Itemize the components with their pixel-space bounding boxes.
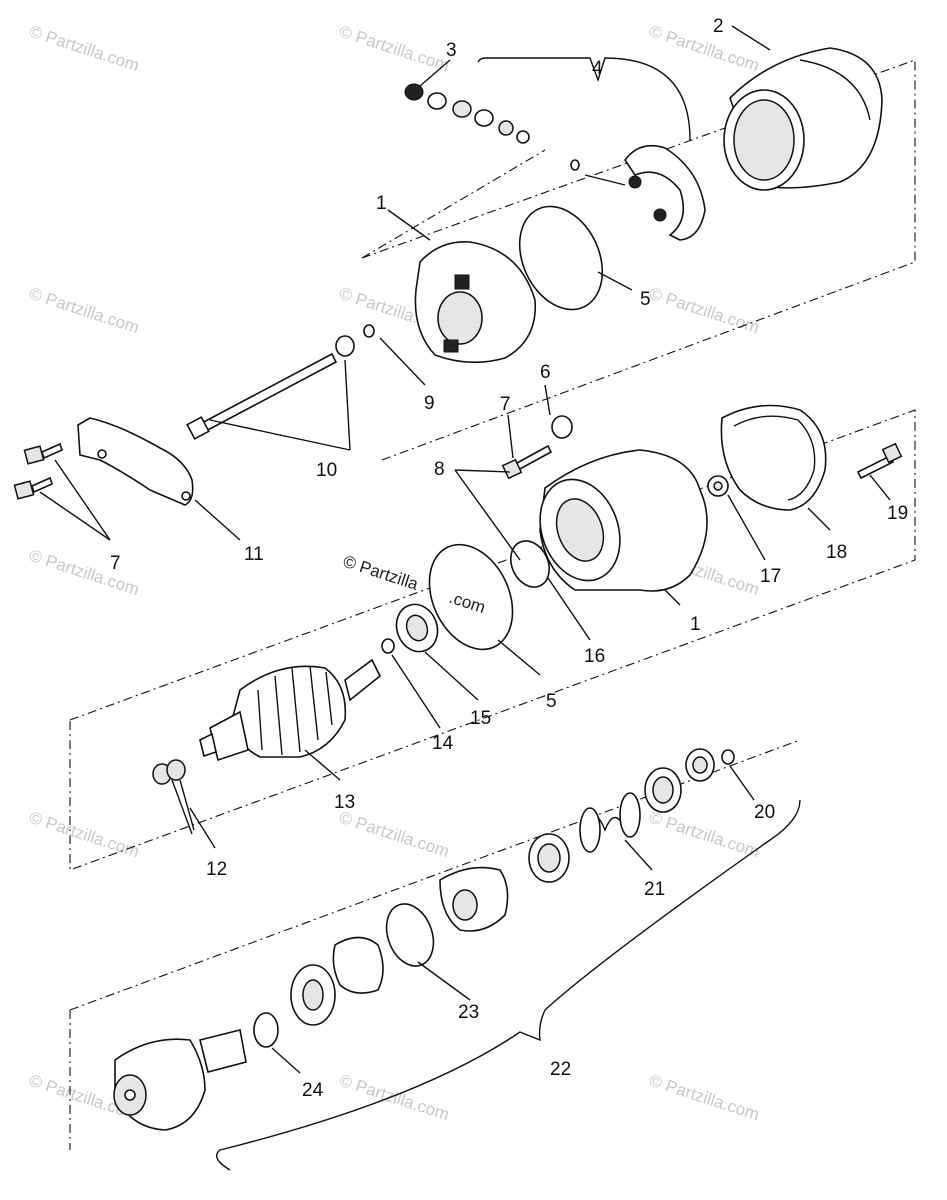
callout-21: 21 — [644, 879, 665, 900]
part-front-housing — [539, 449, 708, 592]
callout-14: 14 — [432, 733, 454, 754]
part-bolt-and-washer — [501, 415, 573, 480]
part-spring-assembly — [528, 748, 715, 883]
watermark: © Partzilla.com — [647, 22, 762, 75]
callout-6: 6 — [540, 362, 551, 383]
watermark: © Partzilla.com — [27, 284, 142, 337]
part-washer-stack — [404, 83, 530, 144]
callout-10: 10 — [316, 460, 337, 481]
part-bolts-left — [13, 442, 63, 500]
callout-13: 13 — [334, 792, 355, 813]
watermark: © Partzilla.com — [27, 808, 142, 861]
callout-5-upper: 5 — [640, 289, 651, 310]
callout-12: 12 — [206, 859, 227, 880]
callout-17: 17 — [760, 566, 781, 587]
callout-1-lower: 1 — [690, 614, 701, 635]
callout-11: 11 — [244, 544, 264, 565]
part-armature — [199, 658, 382, 762]
part-bearing — [381, 603, 439, 654]
center-watermark-line1: © Partzilla — [341, 552, 421, 594]
callout-16: 16 — [584, 646, 605, 667]
callout-18: 18 — [826, 542, 847, 563]
watermark: © Partzilla.com — [337, 22, 452, 75]
part-gasket-washer-bolt — [707, 404, 903, 511]
part-brush-terminals — [152, 759, 195, 835]
leader-lines — [39, 25, 891, 1074]
callout-20: 20 — [754, 802, 775, 823]
callout-9: 9 — [424, 393, 435, 414]
callout-numbers: 3 2 4 1 5 9 10 6 7 8 11 7 19 18 17 1 16 … — [110, 16, 908, 1101]
watermark: © Partzilla.com — [647, 284, 762, 337]
part-circlip — [721, 749, 735, 765]
part-o-ring-mid — [428, 543, 514, 651]
watermark: © Partzilla.com — [647, 808, 762, 861]
callout-19: 19 — [887, 503, 908, 524]
callout-7-right: 7 — [500, 394, 511, 415]
part-small-o-ring — [363, 324, 375, 338]
part-o-ring-16 — [509, 540, 551, 588]
part-rear-cover — [414, 241, 537, 364]
watermark: © Partzilla.com — [337, 808, 452, 861]
callout-1-upper: 1 — [376, 193, 387, 214]
part-pinion-shaft — [113, 1029, 247, 1131]
watermark: © Partzilla.com — [27, 546, 142, 599]
part-yoke-housing — [723, 47, 883, 191]
callout-22: 22 — [550, 1059, 571, 1080]
callout-3: 3 — [446, 40, 457, 61]
part-through-bolt — [186, 335, 355, 440]
group-braces — [216, 57, 801, 1171]
part-shaft-clip — [253, 1012, 279, 1048]
callout-5-lower: 5 — [546, 691, 557, 712]
callout-8: 8 — [434, 459, 445, 480]
callout-7-left: 7 — [110, 553, 121, 574]
callout-24: 24 — [302, 1080, 324, 1101]
part-o-ring-upper — [518, 205, 604, 311]
part-brush-holder — [570, 144, 706, 241]
watermark: © Partzilla.com — [27, 22, 142, 75]
part-bracket — [77, 417, 194, 506]
watermark: © Partzilla.com — [647, 1071, 762, 1124]
callout-23: 23 — [458, 1002, 479, 1023]
callout-15: 15 — [470, 708, 491, 729]
callout-2: 2 — [713, 16, 724, 37]
callout-4: 4 — [592, 58, 603, 79]
part-clutch-assembly — [290, 866, 509, 1026]
